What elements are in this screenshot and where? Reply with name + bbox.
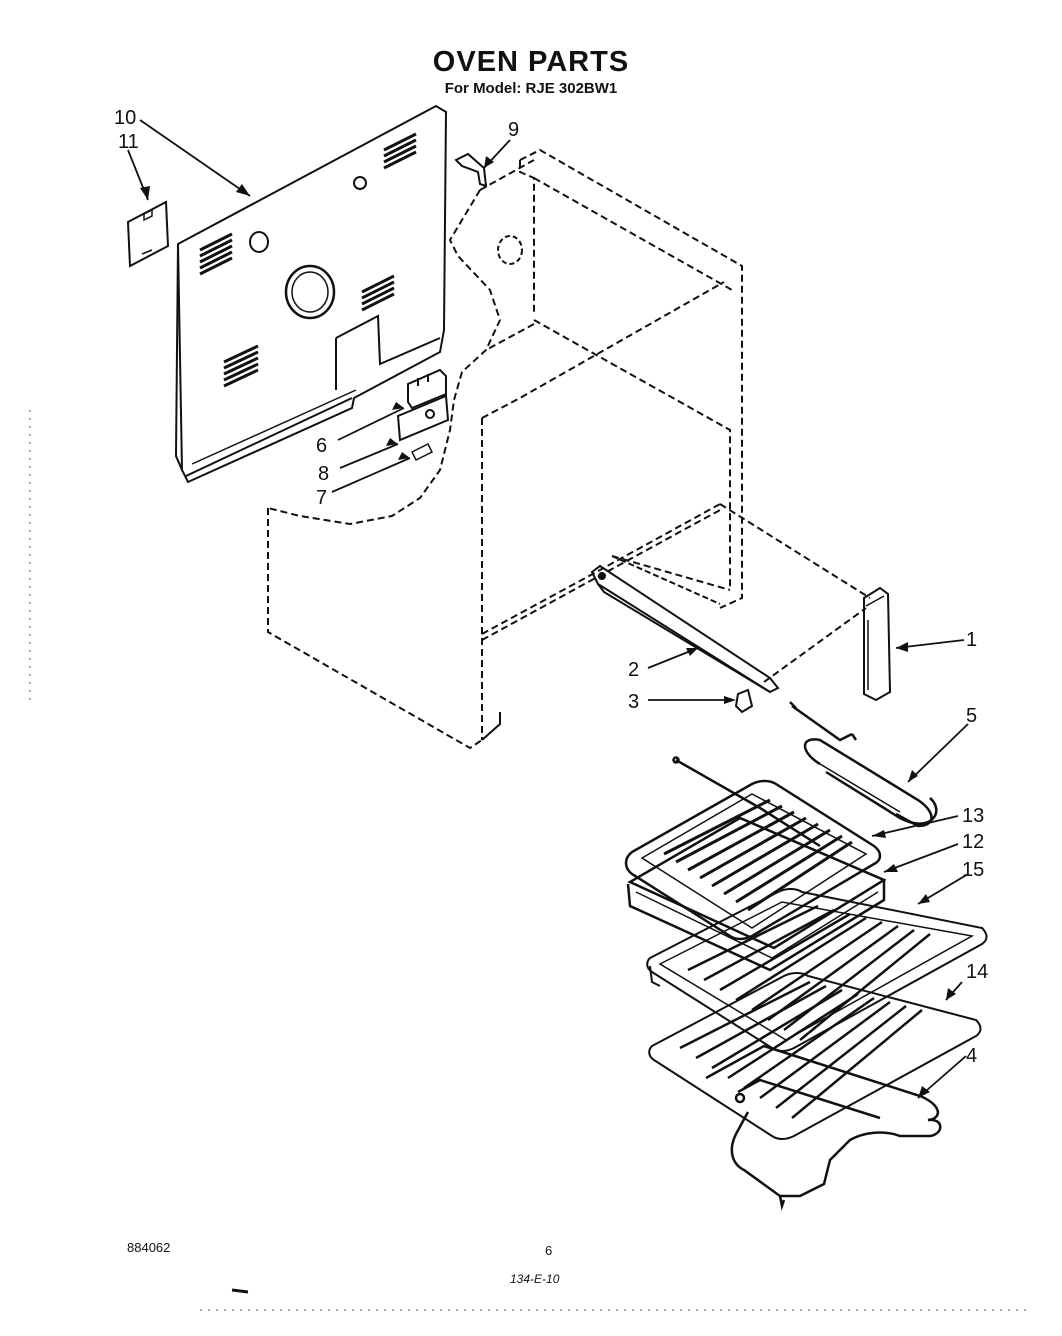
- broil-pan-part-12: [626, 816, 887, 972]
- scan-marks: [29, 410, 1030, 1311]
- callout-1: 1: [966, 629, 977, 651]
- callout-12: 12: [962, 831, 984, 853]
- callout-numbers: 10 11 9 6 8 7 1 2 3 5 13 12 15 14 4: [114, 107, 988, 1067]
- handwritten-reference: 134-E-10: [510, 1272, 560, 1286]
- oven-rack-part-14: [648, 972, 982, 1140]
- broil-element-part-5: [672, 701, 938, 848]
- callout-13: 13: [962, 805, 984, 827]
- oven-rack-part-15: [646, 888, 988, 1052]
- hinge-bracket-part-9: [454, 152, 488, 188]
- callout-9: 9: [508, 119, 519, 141]
- callout-7: 7: [316, 487, 327, 509]
- small-bracket-part-11: [126, 200, 170, 268]
- oven-back-panel: [174, 104, 448, 484]
- page-title: OVEN PARTS: [432, 46, 630, 78]
- leader-arrowheads: [140, 156, 956, 1098]
- model-subtitle: For Model: RJE 302BW1: [444, 80, 618, 97]
- side-trim-part-1: [863, 586, 892, 702]
- callout-2: 2: [628, 659, 639, 681]
- callout-6: 6: [316, 435, 327, 457]
- small-parts-6-8-7: [396, 368, 450, 462]
- callout-8: 8: [318, 463, 329, 485]
- rack-guide-part-2: [590, 564, 780, 694]
- catalog-code: 884062: [127, 1240, 171, 1255]
- page-number: 6: [545, 1243, 553, 1258]
- callout-10: 10: [114, 107, 136, 129]
- leader-lines: [127, 119, 969, 1099]
- scan-dash-mark: [231, 1288, 249, 1294]
- callout-3: 3: [628, 691, 639, 713]
- cavity-vent-hole: [497, 235, 523, 265]
- broil-pan-grid-part-13: [624, 779, 882, 941]
- callout-5: 5: [966, 705, 977, 727]
- callout-11: 11: [118, 131, 139, 153]
- oven-cavity-frame: [481, 555, 721, 741]
- callout-15: 15: [962, 859, 984, 881]
- callout-4: 4: [966, 1045, 977, 1067]
- clip-part-3: [734, 688, 754, 714]
- callout-14: 14: [966, 961, 988, 983]
- oven-cavity-outline: [267, 148, 871, 750]
